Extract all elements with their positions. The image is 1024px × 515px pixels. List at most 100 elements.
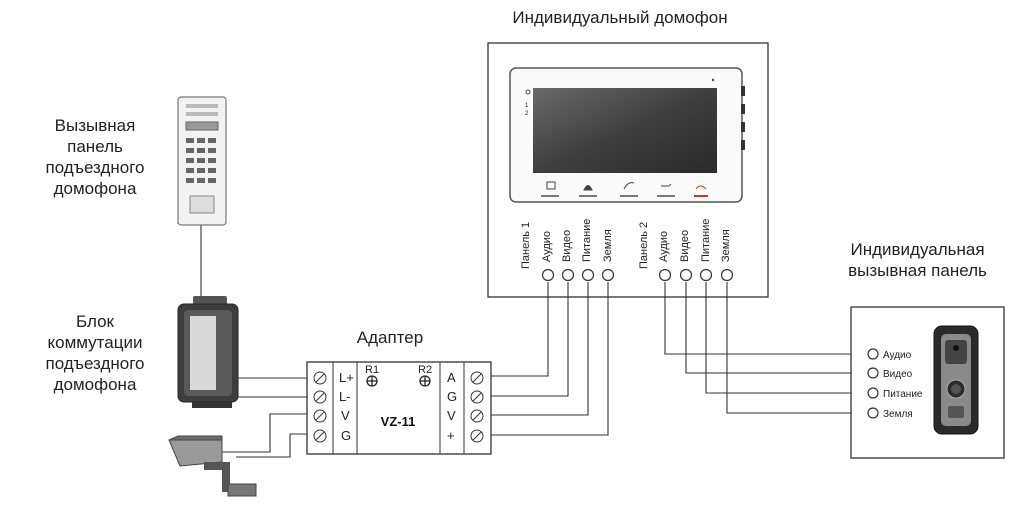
adapter-body [306,361,492,455]
wires [200,225,871,460]
key [208,148,216,153]
terminal-circle [679,268,693,282]
monitor-touch-icons [546,181,707,191]
trimmer-label: R1 [365,364,379,376]
individual-panel-terminal-label: Питание [883,389,923,400]
icon-caption [579,195,597,197]
terminal-circle [601,268,615,282]
adapter-right-terminal-label: G [447,389,457,404]
key [208,178,216,183]
key [186,178,194,183]
call-panel-keypad [186,138,216,183]
adapter-right-terminal-label: V [447,408,456,423]
key [186,168,194,173]
individual-panel-terminal-label: Земля [883,409,913,420]
terminal-circle [867,367,879,379]
individual-panel-device: Аудио Видео Питание Земля [850,306,1005,459]
panel1-terminal-label: Земля [602,229,614,262]
panel2-terminal-label: Аудио [658,231,670,262]
user-icon [583,185,593,191]
panel1-label: Панель 1 [520,222,532,269]
individual-panel-terminal-label: Аудио [883,350,912,361]
key [197,168,205,173]
terminal-circle [867,348,879,360]
adapter-model: VZ-11 [381,414,416,429]
individual-panel-terminals [867,348,879,419]
panel2-terminal-label: Видео [679,230,691,262]
monitor-title: Индивидуальный домофон [512,8,728,27]
wire-power-p1 [483,282,609,436]
terminal-circle [720,268,734,282]
monitor-sensor-dot [711,78,715,82]
switch-block-title-line: коммутации [47,333,143,352]
indicator-2: 2 [525,111,529,117]
individual-panel-title-line: вызывная панель [848,261,987,280]
monitor-terminals [541,268,734,282]
individual-panel-terminal-label: Видео [883,369,913,380]
wire-audio-p2 [664,282,871,355]
terminal-circle [581,268,595,282]
panel2-terminal-label: Питание [700,219,712,262]
monitor-screen-gloss [533,88,717,173]
individual-panel-title-line: Индивидуальная [850,240,985,259]
side-button [741,122,745,132]
screw-slot [315,411,325,421]
screw-slot [472,392,482,402]
trimmer-r1-icon [366,375,378,387]
side-button [741,140,745,150]
key [208,158,216,163]
entrance-call-panel [177,96,227,226]
doorbell-call-button-center [951,384,961,394]
camera-hood [168,435,223,441]
camera-device [168,435,257,497]
key [197,178,205,183]
key [197,158,205,163]
panel2-terminal-label: Земля [720,229,732,262]
icon-caption [657,195,675,197]
wire-camera-ground [236,433,311,458]
adapter-left-terminal-label: G [341,428,351,443]
switch-block-base [192,402,232,408]
indicator-1: 1 [525,103,529,109]
call-panel-slot [186,112,218,116]
monitor-device: 1 2 Панель 1 Аудио Видео Питание Земля П… [487,42,769,298]
wire-video-p1 [483,282,589,416]
power-indicator-icon [525,89,531,95]
screw-slot [472,411,482,421]
terminal-circle [867,387,879,399]
terminal-circle [699,268,713,282]
side-button [741,86,745,96]
call-panel-title-line: Вызывная [54,116,136,135]
adapter-title: Адаптер [356,328,424,347]
screw-slot [315,392,325,402]
adapter-right-terminal-label: A [447,370,456,385]
switch-block-title: Блок коммутации подъездного домофона [20,311,170,395]
wire-camera-video [220,413,311,460]
terminal-circle [541,268,555,282]
trimmer-label: R2 [418,364,432,376]
icon-caption [620,195,638,197]
wire-ground-p1 [483,282,569,397]
adapter-left-screws [313,371,327,443]
terminal-circle [867,407,879,419]
adapter-left-terminal-label: L- [339,389,351,404]
call-panel-slot [186,104,218,108]
doorbell-camera-window [945,340,967,364]
handset-icon [623,182,635,190]
side-button [741,104,745,114]
wire-video-p2 [685,282,871,374]
icon-caption [541,195,559,197]
switch-block-title-line: Блок [76,312,114,331]
screw-slot [315,431,325,441]
call-panel-title-line: домофона [53,179,137,198]
panel1-terminal-label: Питание [581,219,593,262]
doorbell-speaker [948,406,964,418]
key [186,148,194,153]
terminal-circle [658,268,672,282]
key [208,138,216,143]
call-panel-display [185,121,219,131]
monitor-icon [546,181,556,190]
call-panel-title: Вызывная панель подъездного домофона [20,115,170,199]
adapter-left-terminal-label: L+ [339,370,354,385]
